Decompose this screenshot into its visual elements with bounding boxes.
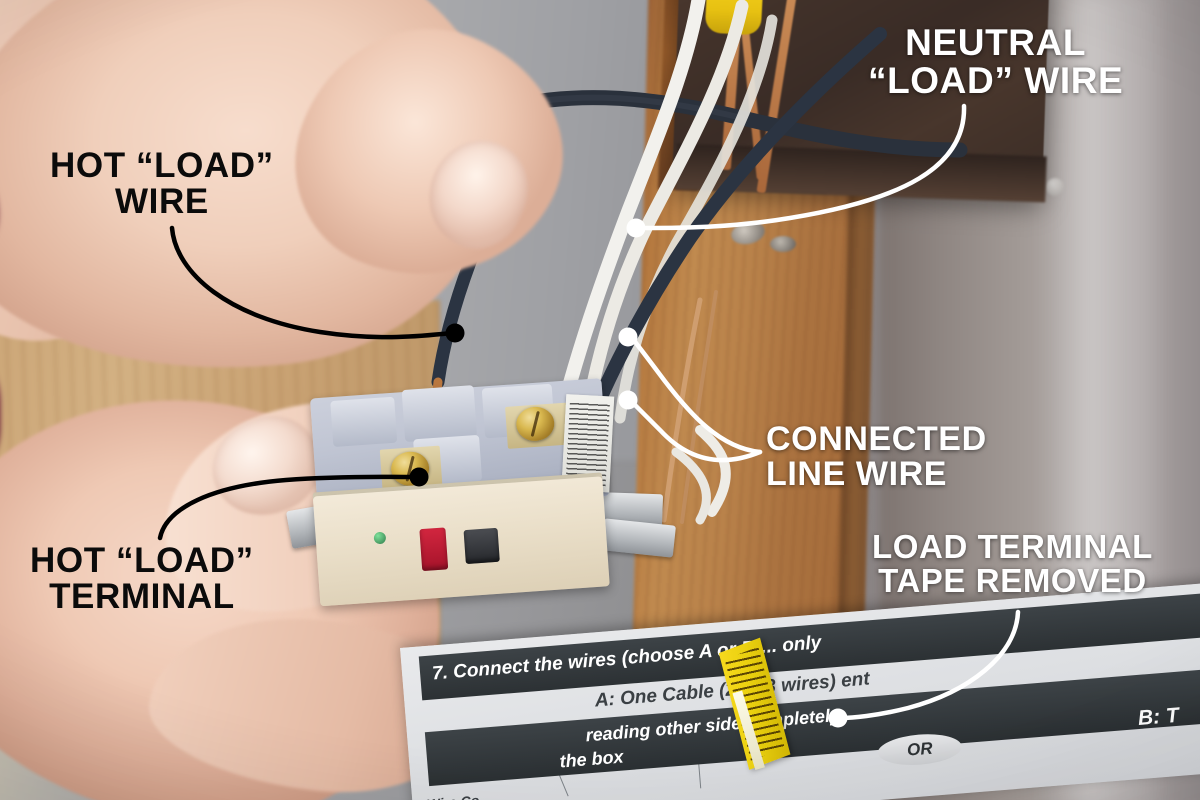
callout-hot-load-terminal: HOT “LOAD” TERMINAL (30, 541, 254, 616)
callout-hot-load-wire: HOT “LOAD” WIRE (50, 146, 274, 221)
leader-dot-connected-line-wire-2 (618, 390, 638, 410)
callout-neutral-load-wire: NEUTRAL “LOAD” WIRE (868, 22, 1124, 101)
leader-dot-connected-line-wire-1 (618, 327, 638, 347)
leader-dot-hot-load-terminal (409, 467, 429, 487)
leader-dot-neutral-load-wire (626, 218, 646, 238)
leader-dot-tape-removed (828, 708, 848, 728)
appliance-screw (1046, 178, 1064, 196)
callout-connected-line-wire: CONNECTED LINE WIRE (766, 420, 987, 493)
box-screw-secondary-icon (770, 236, 796, 252)
leader-dot-hot-load-wire (445, 323, 465, 343)
callout-load-terminal-tape-removed: LOAD TERMINAL TAPE REMOVED (872, 528, 1153, 599)
